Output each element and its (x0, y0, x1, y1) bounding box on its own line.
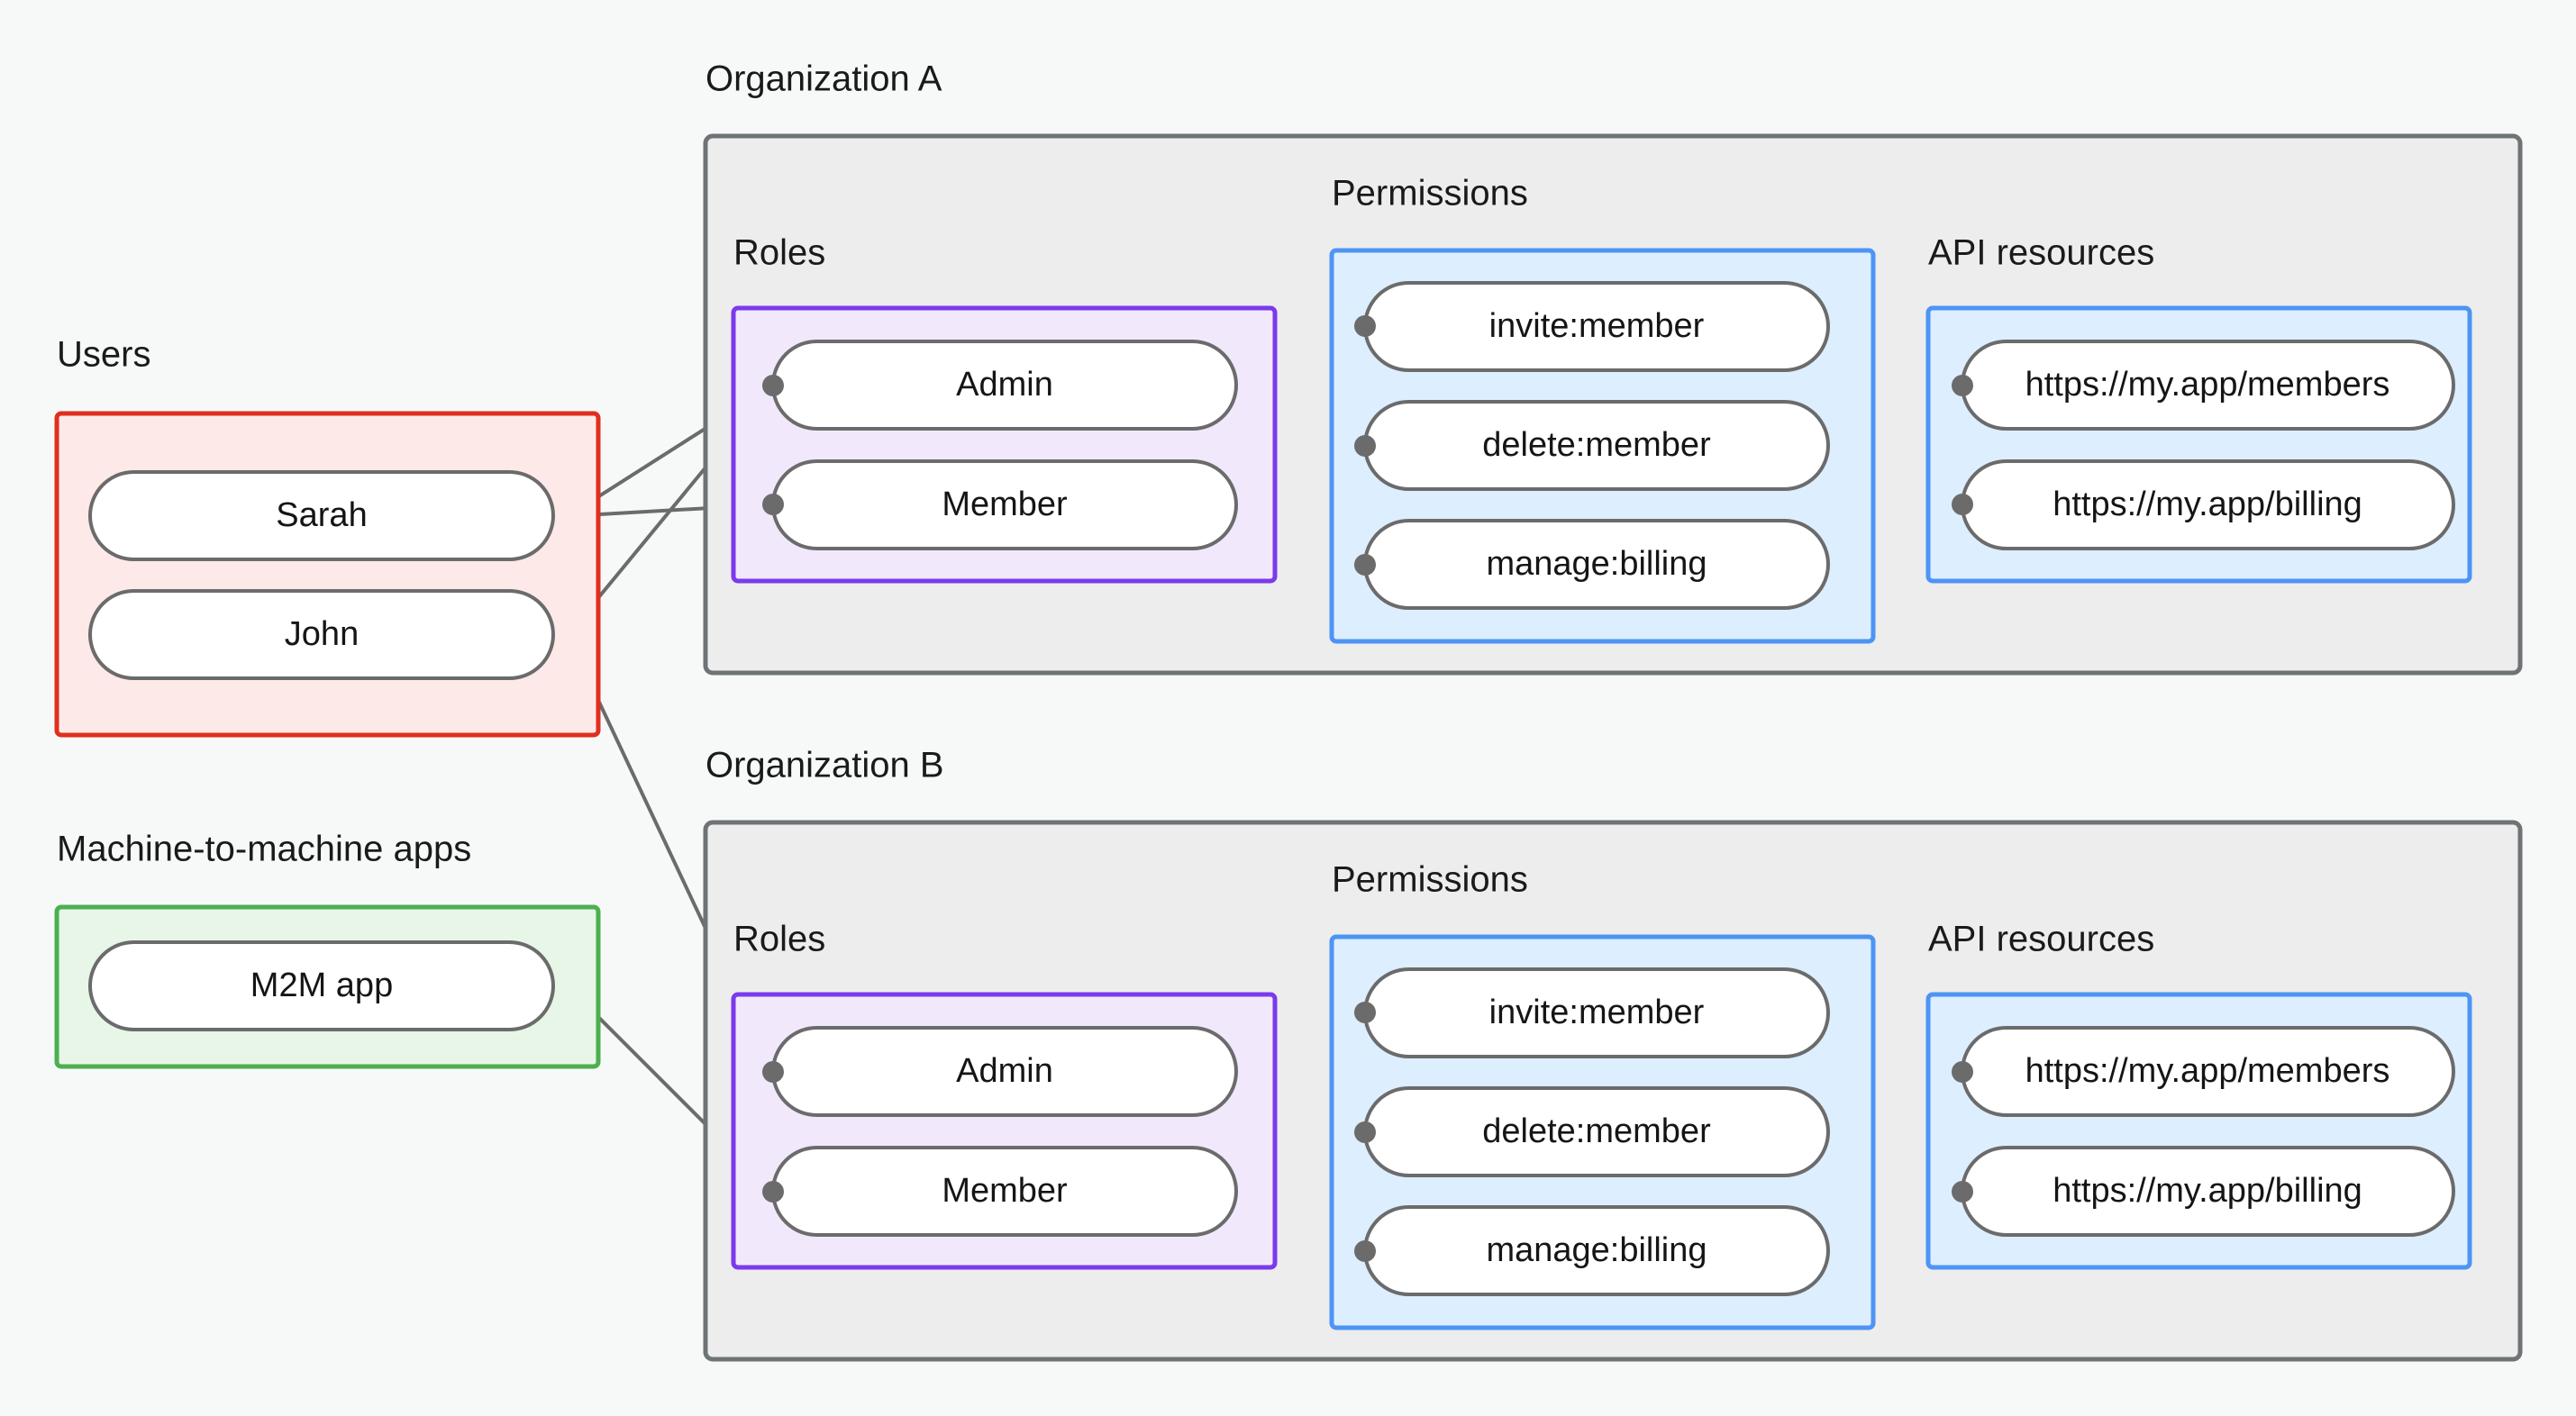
org-b-api-resource-members[interactable]: https://my.app/members (1961, 1026, 2455, 1117)
endpoint-orgB-billingres-in (1952, 1181, 1973, 1203)
org-b-permission-invite-member-label: invite:member (1489, 994, 1705, 1031)
users-container (54, 411, 601, 738)
endpoint-orgB-member-in (762, 1181, 784, 1203)
org-a-permission-manage-billing[interactable]: manage:billing (1363, 519, 1830, 610)
org-b-permission-invite-member[interactable]: invite:member (1363, 967, 1830, 1058)
endpoint-orgB-members-in (1952, 1061, 1973, 1083)
org-a-role-admin-label: Admin (956, 366, 1053, 404)
org-b-api-resource-billing-label: https://my.app/billing (2053, 1172, 2362, 1210)
endpoint-orgA-billingres-in (1952, 494, 1973, 515)
org-b-role-admin-label: Admin (956, 1052, 1053, 1090)
user-john[interactable]: John (88, 589, 555, 680)
org-b-permission-manage-billing-label: manage:billing (1486, 1231, 1707, 1269)
org-b-role-member-label: Member (942, 1172, 1068, 1210)
org-a-role-admin[interactable]: Admin (771, 340, 1238, 431)
org-b-permission-delete-member[interactable]: delete:member (1363, 1086, 1830, 1177)
org-a-permission-invite-member-label: invite:member (1489, 307, 1705, 345)
org-b-api-resource-members-label: https://my.app/members (2025, 1052, 2390, 1090)
user-john-label: John (285, 615, 359, 653)
org-b-role-member[interactable]: Member (771, 1146, 1238, 1237)
org-a-api-label: API resources (1928, 233, 2154, 273)
org-a-api-resource-members[interactable]: https://my.app/members (1961, 340, 2455, 431)
endpoint-orgA-member-in (762, 494, 784, 515)
m2m-app[interactable]: M2M app (88, 940, 555, 1031)
org-a-api-resource-billing-label: https://my.app/billing (2053, 486, 2362, 523)
endpoint-orgB-invite-in (1354, 1002, 1376, 1023)
endpoint-orgA-delete-in (1354, 435, 1376, 457)
org-a-role-member-label: Member (942, 486, 1068, 523)
org-b-api-label: API resources (1928, 920, 2154, 959)
endpoint-orgB-billing-in (1354, 1240, 1376, 1262)
org-a-role-member[interactable]: Member (771, 459, 1238, 550)
endpoint-orgA-billing-in (1354, 554, 1376, 576)
org-a-api-resource-members-label: https://my.app/members (2025, 366, 2390, 404)
user-sarah[interactable]: Sarah (88, 470, 555, 561)
endpoint-orgA-admin-in (762, 375, 784, 396)
endpoint-orgB-delete-in (1354, 1121, 1376, 1143)
org-b-label: Organization B (705, 746, 944, 785)
user-sarah-label: Sarah (276, 496, 367, 534)
endpoint-orgA-members-in (1952, 375, 1973, 396)
org-b-permission-manage-billing[interactable]: manage:billing (1363, 1205, 1830, 1296)
org-b-permission-delete-member-label: delete:member (1482, 1112, 1711, 1150)
users-label: Users (57, 335, 150, 375)
m2m-label: Machine-to-machine apps (57, 830, 471, 869)
org-a-permission-delete-member-label: delete:member (1482, 426, 1711, 464)
org-b-api-resource-billing[interactable]: https://my.app/billing (1961, 1146, 2455, 1237)
org-b-permissions-label: Permissions (1332, 860, 1528, 900)
endpoint-orgB-admin-in (762, 1061, 784, 1083)
org-b-roles-label: Roles (733, 920, 825, 959)
org-b-role-admin[interactable]: Admin (771, 1026, 1238, 1117)
org-a-api-resource-billing[interactable]: https://my.app/billing (1961, 459, 2455, 550)
org-a-permissions-label: Permissions (1332, 174, 1528, 213)
endpoint-orgA-invite-in (1354, 315, 1376, 337)
org-a-label: Organization A (705, 59, 942, 99)
org-a-permission-manage-billing-label: manage:billing (1486, 545, 1707, 583)
org-a-roles-label: Roles (733, 233, 825, 273)
edge-endpoints-layer (762, 315, 1973, 1262)
org-a-permission-invite-member[interactable]: invite:member (1363, 281, 1830, 372)
m2m-app-label: M2M app (250, 967, 393, 1004)
org-a-permission-delete-member[interactable]: delete:member (1363, 400, 1830, 491)
